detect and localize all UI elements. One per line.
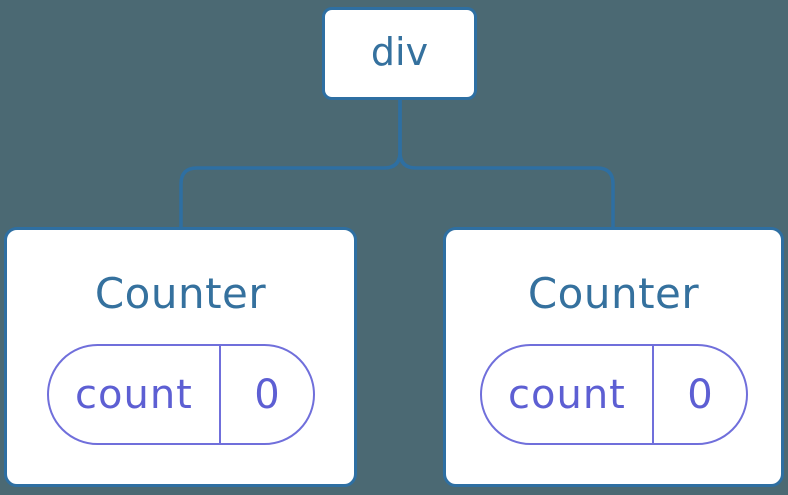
connector-branch-right — [398, 100, 615, 228]
state-pill: count 0 — [46, 344, 315, 446]
root-node: div — [322, 7, 477, 100]
connector-branch-left — [179, 100, 402, 228]
component-name: Counter — [94, 269, 267, 318]
component-card-left: Counter count 0 — [4, 227, 357, 487]
state-key: count — [482, 346, 655, 444]
component-name: Counter — [527, 269, 700, 318]
state-value: 0 — [254, 371, 280, 418]
root-node-label: div — [370, 29, 429, 74]
state-key: count — [49, 346, 222, 444]
state-pill: count 0 — [479, 344, 748, 446]
component-card-right: Counter count 0 — [443, 227, 784, 487]
state-value: 0 — [687, 371, 713, 418]
